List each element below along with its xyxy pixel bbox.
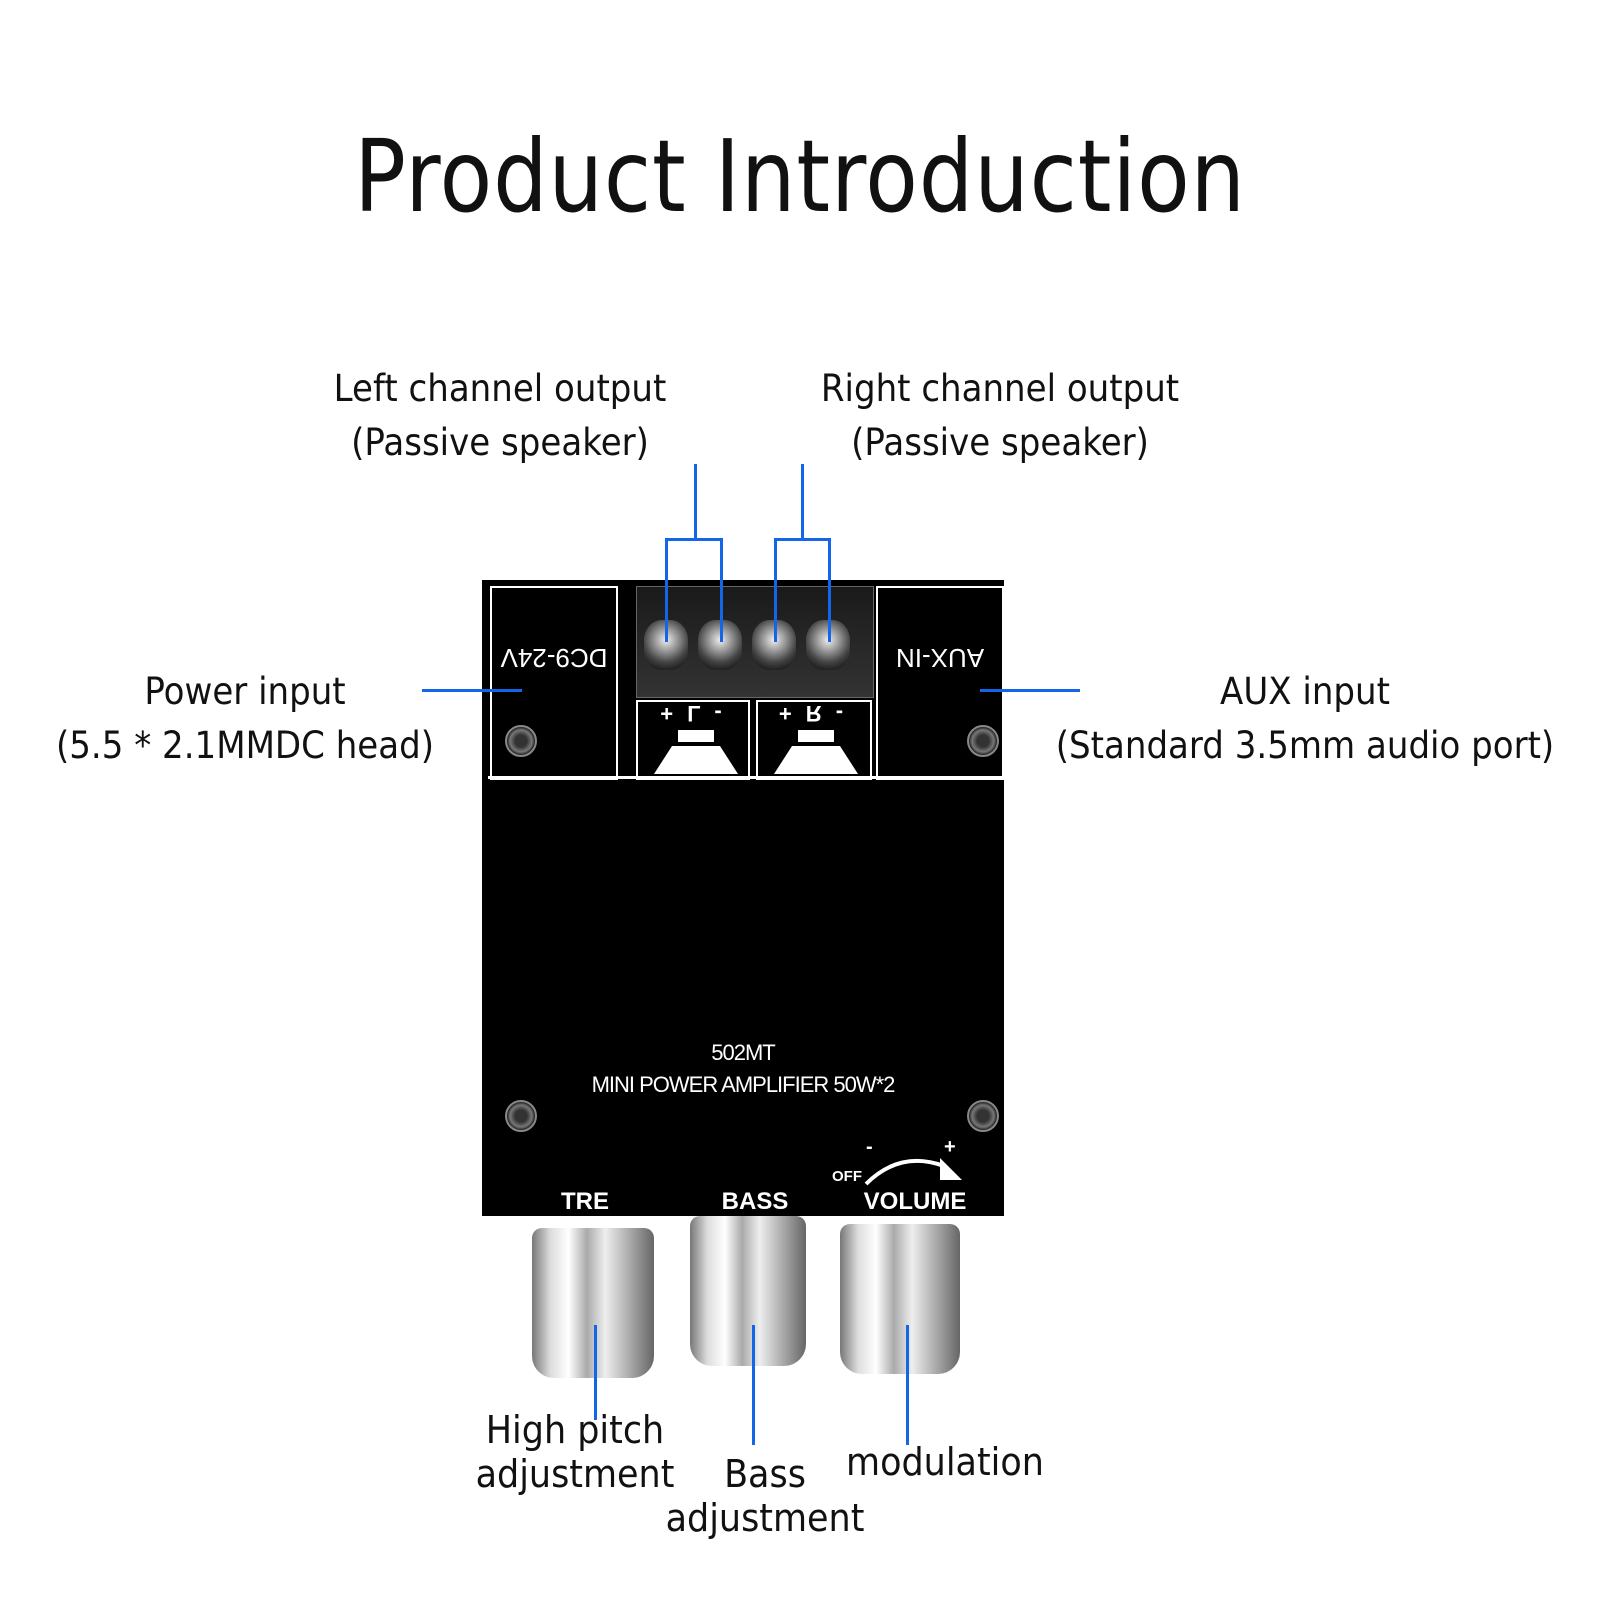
left-channel-pin-minus [720, 538, 723, 642]
screw-top-right [967, 725, 999, 757]
screw-top-left [505, 725, 537, 757]
bass-leader [752, 1325, 755, 1445]
volume-leader [906, 1325, 909, 1445]
left-channel-title: Left channel output [333, 367, 667, 410]
left-speaker-icon [654, 730, 738, 774]
volume-callout: modulation [830, 1440, 1060, 1484]
bass-label: BASS [721, 1188, 789, 1215]
treble-callout-line2: adjustment [475, 1452, 675, 1496]
bass-knob[interactable] [690, 1216, 806, 1366]
right-speaker-icon [774, 730, 858, 774]
aux-panel [876, 586, 1004, 780]
power-input-callout: Power input (5.5 * 2.1MMDC head) [38, 665, 452, 773]
treble-label: TRE [561, 1188, 609, 1215]
left-speaker-panel [636, 700, 750, 780]
bass-callout-line1: Bass [724, 1452, 806, 1496]
right-channel-pin-minus [828, 538, 831, 642]
aux-input-callout: AUX input (Standard 3.5mm audio port) [1034, 665, 1577, 773]
screw-bottom-left [505, 1100, 537, 1132]
volume-direction-arrow-icon [864, 1158, 962, 1186]
left-channel-callout: Left channel output (Passive speaker) [307, 362, 693, 470]
aux-input-leader [980, 689, 1080, 692]
right-channel-pin-plus [774, 538, 777, 642]
aux-input-subtitle: (Standard 3.5mm audio port) [1055, 724, 1555, 767]
aux-in-label: AUX-IN [895, 643, 985, 673]
power-input-subtitle: (5.5 * 2.1MMDC head) [55, 724, 435, 767]
volume-plus-label: + [944, 1136, 956, 1158]
bass-callout: Bass adjustment [650, 1452, 880, 1540]
power-input-leader [422, 689, 522, 692]
aux-input-title: AUX input [1220, 670, 1390, 713]
model-description: MINI POWER AMPLIFIER 50W*2 [591, 1072, 896, 1097]
treble-callout: High pitch adjustment [460, 1408, 690, 1496]
dc-voltage-label: DC9-24V [500, 643, 608, 673]
right-speaker-polarity: + R - [778, 701, 848, 726]
left-channel-subtitle: (Passive speaker) [351, 421, 649, 464]
screw-bottom-right [967, 1100, 999, 1132]
volume-knob[interactable] [840, 1224, 960, 1374]
volume-off-label: OFF [832, 1168, 862, 1185]
model-number: 502MT [711, 1040, 775, 1065]
bass-callout-line2: adjustment [665, 1496, 865, 1540]
left-channel-leader [694, 464, 697, 540]
right-channel-subtitle: (Passive speaker) [851, 421, 1149, 464]
volume-label: VOLUME [863, 1188, 967, 1215]
panel-divider [488, 776, 1002, 779]
power-input-title: Power input [144, 670, 346, 713]
volume-minus-label: - [866, 1136, 873, 1158]
right-speaker-panel [756, 700, 872, 780]
left-channel-bracket [665, 538, 723, 541]
right-channel-title: Right channel output [820, 367, 1180, 410]
volume-callout-line1: modulation [846, 1440, 1044, 1484]
right-channel-callout: Right channel output (Passive speaker) [798, 362, 1203, 470]
treble-leader [594, 1325, 597, 1420]
left-speaker-polarity: + L - [660, 701, 726, 726]
right-channel-leader [801, 464, 804, 540]
treble-callout-line1: High pitch [485, 1408, 665, 1452]
treble-knob[interactable] [532, 1228, 654, 1378]
page-title: Product Introduction [354, 118, 1246, 235]
right-channel-bracket [774, 538, 831, 541]
dc-panel [490, 586, 618, 780]
left-channel-pin-plus [665, 538, 668, 642]
